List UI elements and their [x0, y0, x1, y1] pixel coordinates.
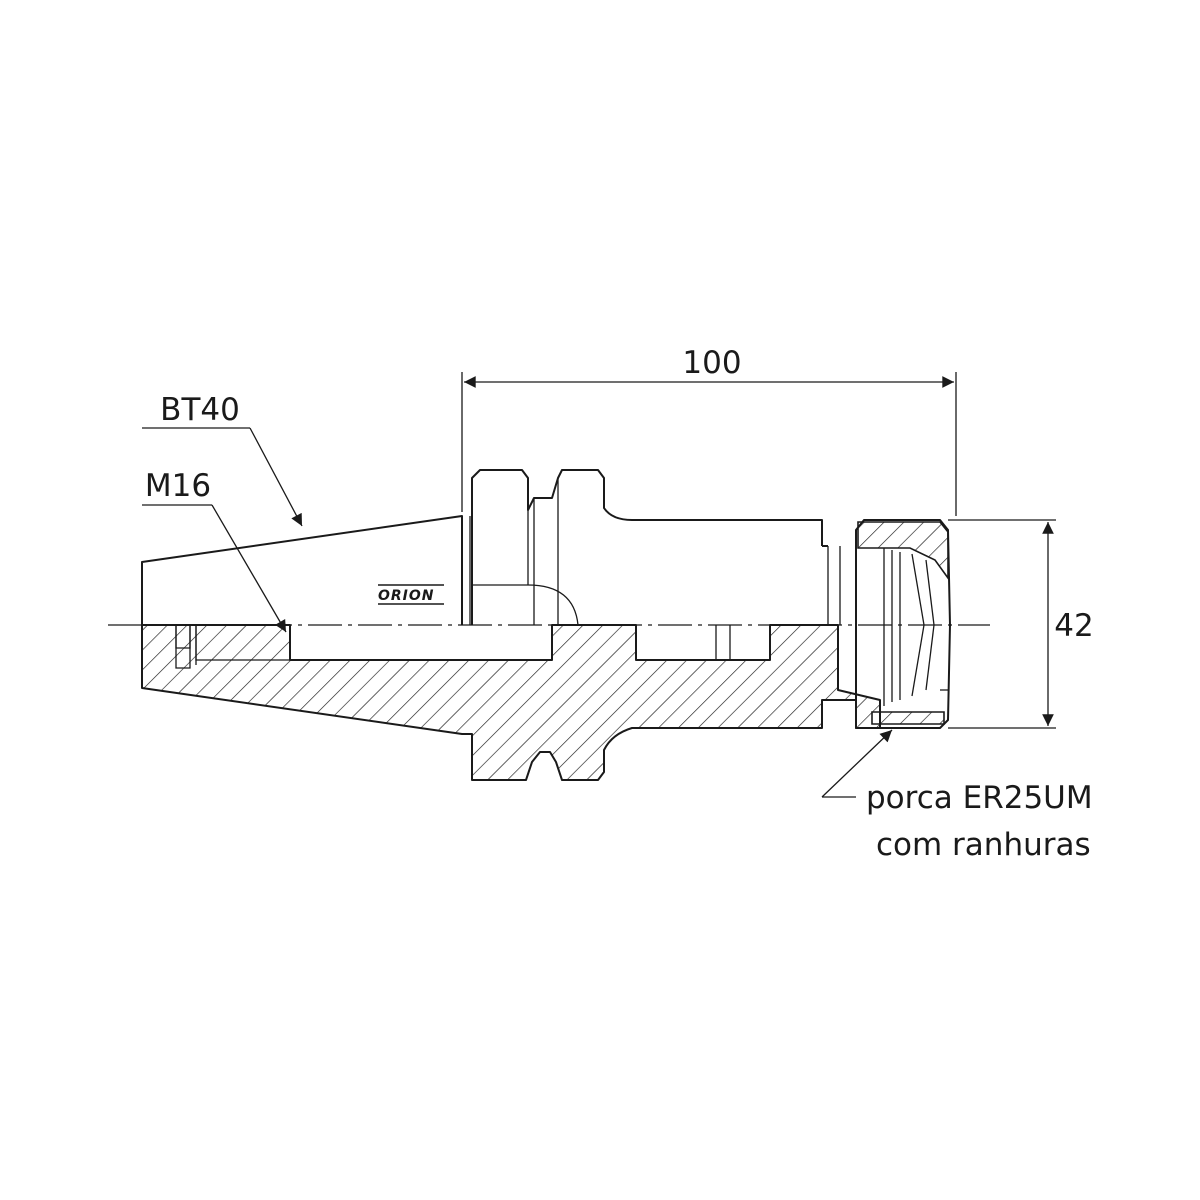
nut-label-line2: com ranhuras — [876, 827, 1091, 863]
length-dimension: 100 — [461, 345, 957, 516]
bt40-taper-outline — [141, 515, 463, 625]
thread-label: M16 — [145, 468, 211, 504]
taper-label: BT40 — [160, 392, 240, 428]
body-section — [141, 624, 881, 781]
flange-outline — [471, 469, 823, 625]
svg-text:ORION: ORION — [378, 588, 435, 604]
diameter-dimension-label: 42 — [1054, 608, 1093, 644]
upper-outline — [141, 469, 951, 665]
nut-lower-outline — [855, 624, 951, 729]
diameter-dimension: 42 — [948, 519, 1094, 729]
length-dimension-label: 100 — [682, 345, 741, 381]
nut-label-line1: porca ER25UM — [866, 780, 1093, 816]
orion-logo: ORION — [378, 584, 444, 605]
thread-leader: M16 — [142, 468, 287, 633]
lower-section — [141, 624, 951, 781]
taper-leader: BT40 — [142, 392, 303, 527]
nut-leader: porca ER25UM com ranhuras — [821, 729, 1093, 863]
